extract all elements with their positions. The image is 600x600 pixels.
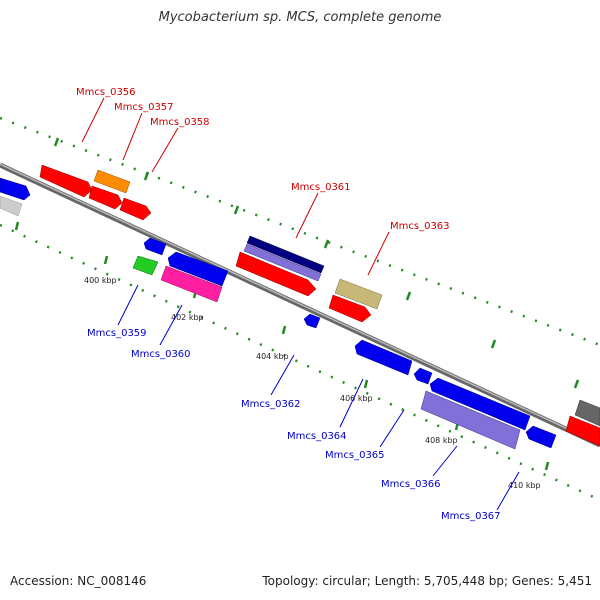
gene-arrow[interactable] bbox=[413, 367, 433, 385]
gene-labels-top: Mmcs_0356 Mmcs_0357 Mmcs_0358 Mmcs_0361 … bbox=[76, 87, 450, 232]
gene-arrow[interactable] bbox=[246, 235, 325, 274]
major-ticks-upper bbox=[53, 137, 580, 389]
gene-arrow[interactable] bbox=[119, 197, 152, 221]
tick-labels: 400 kbp 402 kbp 404 kbp 406 kbp 408 kbp … bbox=[84, 276, 541, 490]
gene-arrow[interactable] bbox=[0, 195, 23, 217]
gene-label[interactable]: Mmcs_0359 bbox=[87, 328, 147, 339]
gene-arrow[interactable] bbox=[565, 415, 600, 447]
gene-arrow[interactable] bbox=[574, 399, 600, 427]
gene-track-lower[interactable] bbox=[132, 237, 557, 450]
gene-label[interactable]: Mmcs_0363 bbox=[390, 221, 450, 232]
tick-label: 404 kbp bbox=[256, 352, 289, 361]
leader-lines-bottom bbox=[117, 284, 520, 511]
gene-label[interactable]: Mmcs_0357 bbox=[114, 102, 174, 113]
gene-label[interactable]: Mmcs_0360 bbox=[131, 349, 191, 360]
gene-arrow[interactable] bbox=[0, 177, 31, 201]
gene-arrow[interactable] bbox=[420, 390, 521, 450]
gene-arrow[interactable] bbox=[167, 251, 229, 287]
gene-label[interactable]: Mmcs_0365 bbox=[325, 450, 385, 461]
gene-arrow[interactable] bbox=[243, 243, 322, 282]
gene-label[interactable]: Mmcs_0362 bbox=[241, 399, 301, 410]
gene-label[interactable]: Mmcs_0358 bbox=[150, 117, 210, 128]
gene-label[interactable]: Mmcs_0366 bbox=[381, 479, 441, 490]
tick-label: 406 kbp bbox=[340, 394, 373, 403]
accession-text: Accession: NC_008146 bbox=[10, 574, 147, 588]
gene-label[interactable]: Mmcs_0367 bbox=[441, 511, 501, 522]
genome-stats-text: Topology: circular; Length: 5,705,448 bp… bbox=[262, 574, 592, 588]
tick-label: 410 kbp bbox=[508, 481, 541, 490]
gene-arrow[interactable] bbox=[93, 169, 131, 194]
gene-arrow[interactable] bbox=[143, 237, 167, 256]
gene-arrow[interactable] bbox=[429, 377, 531, 431]
tick-guide-upper bbox=[0, 116, 600, 347]
tick-label: 402 kbp bbox=[171, 313, 204, 322]
tick-label: 408 kbp bbox=[425, 436, 458, 445]
gene-arrow[interactable] bbox=[160, 265, 223, 303]
map-title: Mycobacterium sp. MCS, complete genome bbox=[158, 10, 442, 25]
genome-backbone bbox=[0, 162, 600, 448]
leader-lines-top bbox=[81, 97, 390, 276]
gene-arrow[interactable] bbox=[354, 339, 413, 376]
gene-arrow[interactable] bbox=[328, 294, 372, 323]
gene-arrow[interactable] bbox=[525, 425, 557, 449]
gene-labels-bottom: Mmcs_0359 Mmcs_0360 Mmcs_0362 Mmcs_0364 … bbox=[87, 328, 501, 522]
tick-label: 400 kbp bbox=[84, 276, 117, 285]
gene-arrow[interactable] bbox=[88, 185, 123, 210]
gene-arrow[interactable] bbox=[132, 255, 159, 276]
gene-track-upper[interactable] bbox=[0, 164, 600, 447]
gene-label[interactable]: Mmcs_0364 bbox=[287, 431, 347, 442]
gene-arrow[interactable] bbox=[39, 164, 93, 198]
gene-arrow[interactable] bbox=[334, 278, 383, 310]
gene-label[interactable]: Mmcs_0361 bbox=[291, 182, 351, 193]
gene-arrow[interactable] bbox=[235, 251, 317, 297]
gene-label[interactable]: Mmcs_0356 bbox=[76, 87, 136, 98]
gene-arrow[interactable] bbox=[303, 313, 321, 329]
